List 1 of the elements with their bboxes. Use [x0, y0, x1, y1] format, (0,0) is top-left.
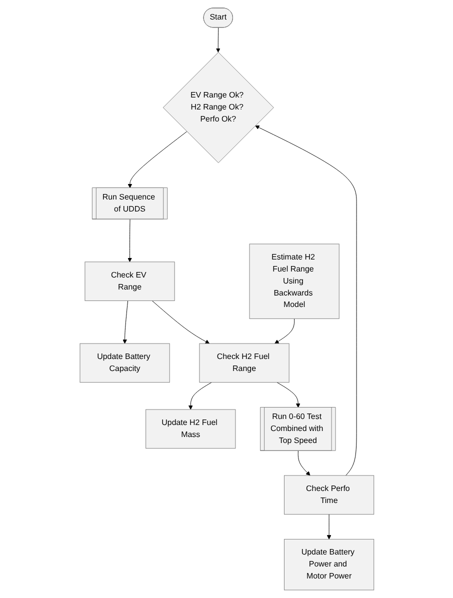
arrow: [151, 300, 210, 344]
